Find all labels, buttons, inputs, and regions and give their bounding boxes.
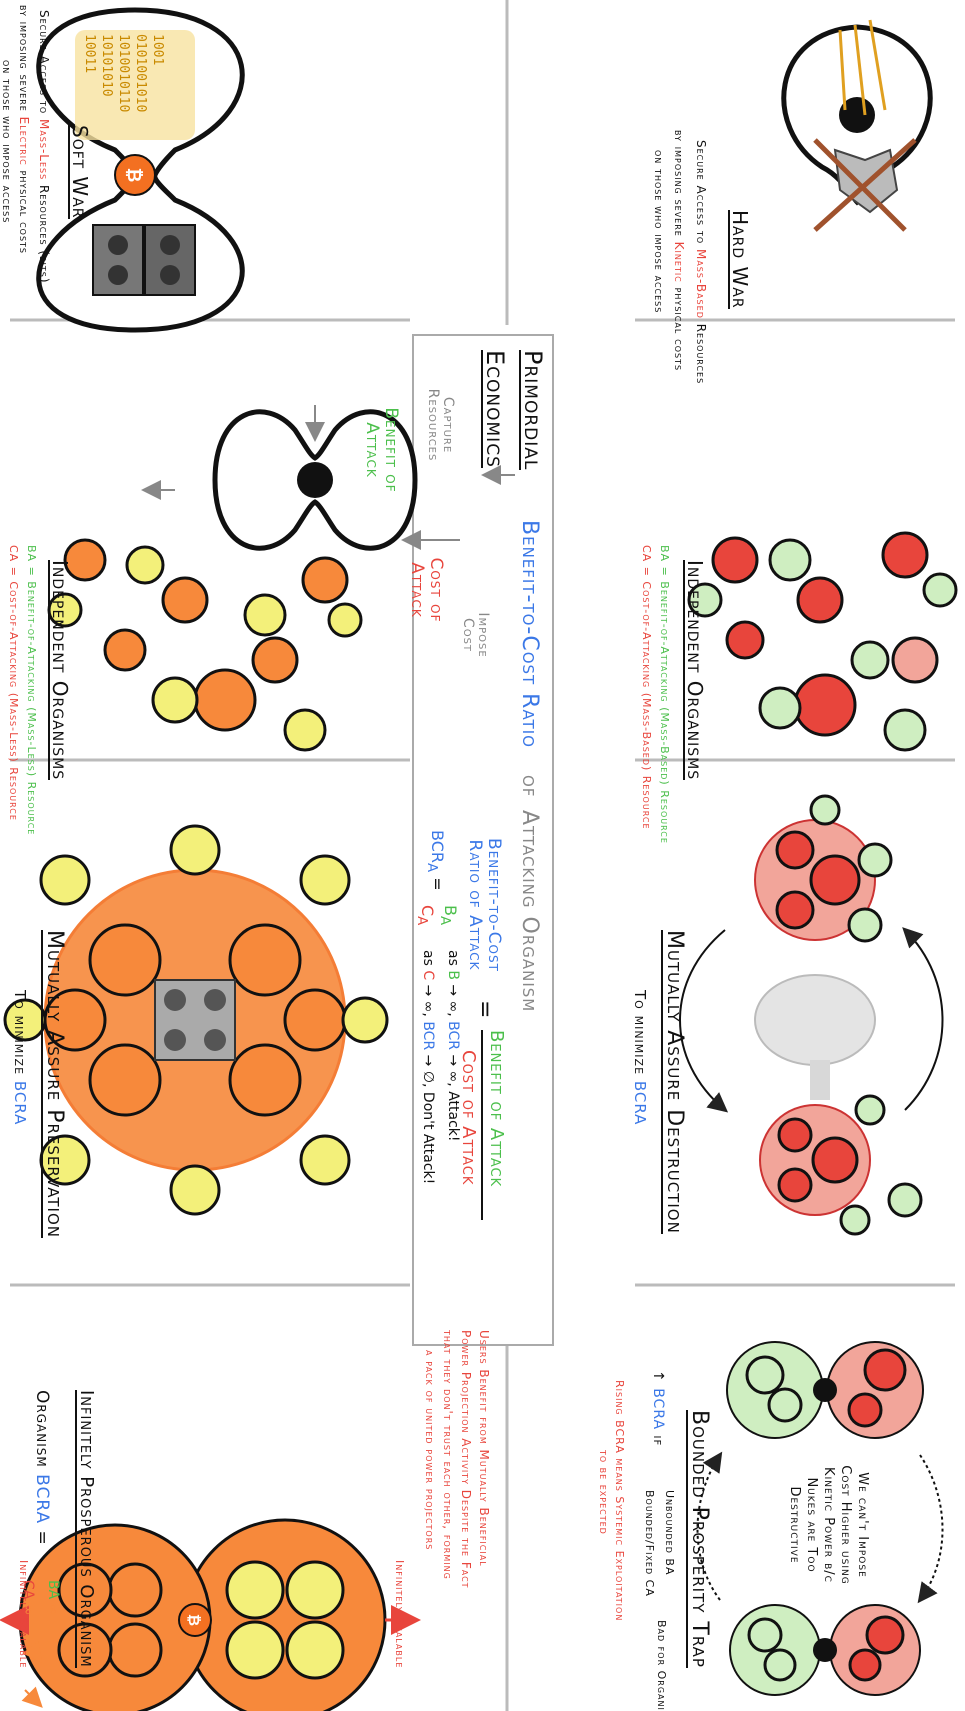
- ipo-users-1: Users Benefit from Mutually Beneficial: [477, 1330, 491, 1567]
- hard-war-title: Hard War: [728, 210, 752, 309]
- soft-war-bowtie: ₿: [36, 7, 245, 333]
- binary-text: 1001 0101001010 1010010110 10101010 1001…: [82, 34, 165, 113]
- bowtie-cost-label: Cost of Attack: [407, 557, 446, 623]
- bpt-note: We can't Impose Cost Higher using Kineti…: [787, 1465, 870, 1585]
- independent-top-c-def: CA = Cost-of-Attacking (Mass-Based) Reso…: [640, 545, 653, 830]
- binary-panel: [75, 30, 195, 140]
- map-title: Mutually Assure Preservation: [41, 930, 67, 1238]
- map-sub: To minimize BCRA: [11, 990, 29, 1126]
- ipo-frac-den: CA ∞: [20, 1580, 36, 1616]
- bitcoin-coin-icon: ₿: [123, 168, 144, 183]
- ipo-formula: Organism BCRA =: [32, 1390, 52, 1546]
- bpt-rising: Rising BCRA means Systemic Exploitation: [613, 1380, 626, 1622]
- independent-organisms-bottom: [47, 538, 363, 752]
- bpt-bounded: Bounded/Fixed CA: [643, 1490, 656, 1597]
- independent-top-b-def: BA = Benefit-of-Attacking (Mass-Based) R…: [658, 545, 671, 844]
- ipo-users-2: Power Projection Activity Despite the Fa…: [459, 1330, 473, 1589]
- ipo-users-4: a pack of united power projectors: [423, 1350, 437, 1551]
- ipo-scalable-left: Infinitely Scalable: [393, 1560, 406, 1669]
- soft-war-desc-3: on those who impose access: [0, 60, 14, 224]
- bpt-bad: Bad for Organism: [655, 1620, 668, 1711]
- bpt-title: Bounded Prosperity Trap: [686, 1410, 712, 1668]
- formula-denominator: Cost of Attack: [458, 1050, 479, 1186]
- mushroom-cloud-icon: [754, 974, 876, 1066]
- primordial-title: Primordial: [519, 350, 547, 471]
- bpt-unbounded: Unbounded BA: [663, 1490, 676, 1576]
- bcr-title: Benefit-to-Cost Ratio: [517, 520, 542, 748]
- soft-war-desc-1: Secure Access to Mass-Less Resources (bi…: [37, 10, 51, 284]
- hard-war-desc-3: on those who impose access: [652, 150, 666, 314]
- soft-war-desc-2: by imposing severe Electric physical cos…: [17, 5, 31, 254]
- impose-cost-label: Impose Cost: [459, 612, 491, 658]
- center-band: [412, 334, 554, 1346]
- hard-war-bowtie: [781, 19, 933, 232]
- independent-bottom-title: Independent Organisms: [48, 560, 72, 781]
- formula-equals: =: [472, 1000, 497, 1019]
- mad-sub: To minimize BCRA: [631, 990, 649, 1126]
- mutually-assured-destruction: [679, 794, 944, 1236]
- asic-miner-icon: [92, 224, 196, 296]
- bpt-condition: ↑ BCRA if: [650, 1370, 666, 1447]
- formula-b: BA: [436, 905, 460, 926]
- soft-war-title: Soft War: [68, 125, 92, 219]
- hard-war-desc-2: by imposing severe Kinetic physical cost…: [672, 130, 686, 372]
- center-bowtie: [141, 405, 515, 551]
- infinitely-prosperous-organism: ₿: [0, 1518, 421, 1711]
- bcr-title-of: of: [517, 775, 542, 798]
- independent-organisms-top: [687, 531, 958, 752]
- bpt-expected: to be expected: [597, 1450, 610, 1535]
- ipo-title: Infinitely Prosperous Organism: [75, 1390, 97, 1668]
- formula-numerator: Benefit of Attack: [486, 1030, 507, 1188]
- formula-case-2: as C → ∞, BCR → ∅, Don't Attack!: [420, 950, 436, 1185]
- independent-top-title: Independent Organisms: [683, 560, 707, 781]
- mutually-assured-preservation: [3, 824, 389, 1216]
- formula-c: CA: [413, 905, 437, 926]
- hard-war-desc-1: Secure Access to Mass-Based Resources: [694, 140, 708, 385]
- wheat-icon: [838, 19, 887, 116]
- ipo-users-3: that they don't trust each other, formin…: [441, 1330, 455, 1580]
- formula-fraction-bar: [481, 1030, 483, 1220]
- shield-icon: [813, 138, 917, 232]
- bowtie-benefit-label: Benefit of Attack: [362, 407, 401, 493]
- independent-bottom-c-def: CA = Cost-of-Attacking (Mass-Less) Resou…: [7, 545, 20, 821]
- formula-bcr: BCRA =: [423, 830, 447, 891]
- ipo-frac-num: BA ∞: [45, 1580, 61, 1616]
- mad-title: Mutually Assure Destruction: [661, 930, 687, 1234]
- independent-bottom-b-def: BA = Benefit-of-Attacking (Mass-Less) Re…: [25, 545, 38, 836]
- miner-cube-icon: [154, 979, 236, 1061]
- formula-case-1: as B → ∞, BCR → ∞, Attack!: [445, 950, 461, 1142]
- formula-lhs: Benefit-to-Cost Ratio of Attack: [465, 838, 504, 972]
- bcr-title-rest: Attacking Organism: [517, 810, 542, 1013]
- capture-resources-label: Capture Resources: [424, 388, 456, 462]
- bitcoin-coin-icon-2: ₿: [185, 1614, 203, 1626]
- economics-title: Economics: [481, 350, 509, 468]
- bounded-prosperity-trap: [696, 1341, 944, 1696]
